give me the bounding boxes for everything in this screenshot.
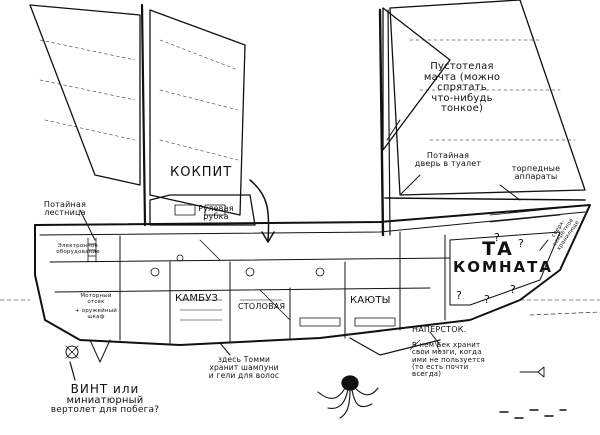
cockpit-label: КОКПИТ (170, 165, 233, 180)
secret-ladder-line: Потайная (43, 200, 87, 209)
wheelhouse-outline (149, 194, 256, 226)
main-mast (378, 8, 385, 237)
thimble-line: В нем Бек хранит (412, 341, 481, 349)
fish-drawing (519, 366, 545, 378)
propeller-line: ВИНТ или (70, 382, 140, 396)
propeller-label: ВИНТ или миниатюрный вертолет для побега… (40, 383, 170, 416)
thimble-line: (то есть почти (412, 363, 469, 372)
electronics-label: Электронное оборудование (50, 243, 106, 256)
question-mark: ? (494, 231, 501, 244)
thimble-text: В нем Бек хранит свои мозги, когда ими н… (412, 341, 485, 379)
question-mark: ? (456, 289, 463, 302)
secret-door-label: Потайная дверь в туалет (402, 151, 494, 169)
that-room-line: ТА (482, 238, 514, 260)
propeller-line: вертолет для побега? (50, 405, 160, 416)
fore-mast (140, 3, 147, 227)
electronics-line: Электронное (57, 243, 99, 249)
hollow-mast-line: что-нибудь (431, 92, 493, 104)
tommy-line: и гели для волос (208, 370, 280, 380)
secret-door-line: Потайная (426, 151, 470, 160)
secret-ladder-label: Потайная лестница (35, 200, 95, 218)
main-sail-right (389, 0, 586, 196)
hollow-mast-line: Пустотелая (430, 61, 494, 72)
weapons-label: + оружейный шкаф (72, 308, 120, 321)
octopus-drawing (317, 375, 379, 419)
thimble-title: НАПЕРСТОК. (412, 325, 467, 334)
hollow-mast-line: тонкое) (440, 103, 484, 114)
cockpit-arrow (249, 179, 275, 243)
electronics-line: оборудование (56, 248, 100, 255)
tommy-line: здесь Томми (217, 355, 271, 364)
that-room-line: КОМНАТА (453, 257, 553, 276)
propeller-line: миниатюрный (66, 394, 144, 406)
main-sail-left (382, 7, 451, 151)
hull-outline (34, 204, 591, 346)
hollow-mast-label: Пустотелая мачта (можно спрятать что-ниб… (418, 61, 506, 115)
tommy-label: здесь Томми хранит шампуни и гели для во… (188, 356, 300, 380)
question-mark: ? (518, 237, 525, 250)
sails (29, 0, 586, 216)
thimble-line: ими не пользуется (412, 355, 485, 364)
tommy-line: хранит шампуни (209, 362, 279, 372)
hollow-mast-line: мачта (можно (423, 71, 501, 83)
thimble-line: свои мозги, когда (412, 348, 482, 357)
torpedo-label: торпедные аппараты (500, 164, 572, 182)
galley-label: КАМБУЗ (175, 293, 219, 304)
thimble-line: всегда) (412, 370, 442, 379)
question-mark: ? (510, 283, 517, 296)
wheelhouse-label: Рулевая рубка (188, 204, 244, 222)
boom (384, 197, 586, 201)
weapons-line: + оружейный (74, 308, 118, 314)
fore-sail (149, 9, 246, 216)
that-room-label: ТА КОМНАТА (453, 238, 553, 276)
weapons-line: шкаф (87, 313, 105, 320)
wheelhouse-line: рубка (203, 212, 229, 222)
engine-room-line: отсек (87, 298, 105, 305)
engine-room-line: Моторный (80, 293, 112, 299)
cabins-label: КАЮТЫ (350, 295, 391, 306)
dining-label: СТОЛОВАЯ (238, 302, 286, 311)
wheelhouse-line: Рулевая (198, 204, 234, 213)
torpedo-line: аппараты (514, 172, 558, 182)
jib-sail (29, 4, 141, 186)
question-mark: ? (484, 293, 491, 306)
engine-room-label: Моторный отсек (72, 293, 120, 306)
secret-ladder-line: лестница (44, 208, 86, 218)
torpedo-line: торпедные (511, 164, 561, 173)
secret-door-line: дверь в туалет (414, 159, 482, 169)
hollow-mast-line: спрятать (437, 82, 487, 93)
